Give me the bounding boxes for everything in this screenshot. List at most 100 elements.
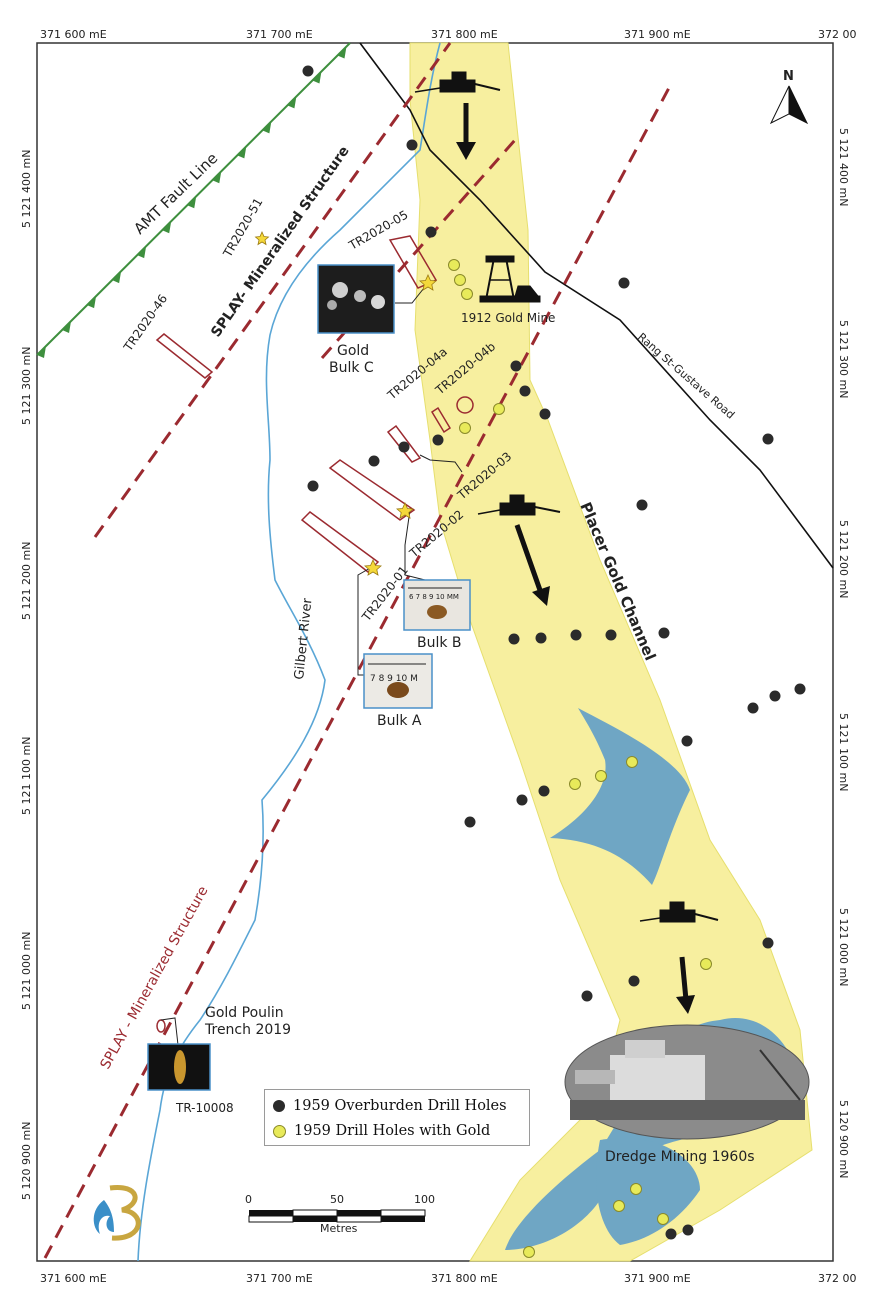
drill-hole-gold bbox=[454, 274, 466, 286]
y-label-right-6: 5 120 900 mN bbox=[837, 1100, 850, 1178]
placer-gold-channel bbox=[409, 42, 813, 1262]
drill-hole-overburden bbox=[535, 632, 547, 644]
y-label-left-5: 5 121 000 mN bbox=[20, 932, 33, 1010]
drill-hole-overburden bbox=[538, 785, 550, 797]
drill-hole-gold bbox=[657, 1213, 669, 1225]
gold-stars bbox=[254, 231, 437, 576]
scale-bar bbox=[248, 1209, 426, 1223]
x-label-top-5: 372 00 bbox=[818, 28, 857, 41]
scale-a-text: 7 8 9 10 M bbox=[370, 674, 418, 684]
drill-hole-overburden bbox=[508, 633, 520, 645]
drill-hole-overburden bbox=[665, 1228, 677, 1240]
drill-hole-gold bbox=[493, 403, 505, 415]
drill-hole-overburden bbox=[636, 499, 648, 511]
drill-hole-overburden bbox=[762, 937, 774, 949]
legend: 1959 Overburden Drill Holes 1959 Drill H… bbox=[264, 1089, 530, 1146]
drill-hole-overburden bbox=[307, 480, 319, 492]
drill-hole-overburden bbox=[519, 385, 531, 397]
drill-hole-overburden bbox=[425, 226, 437, 238]
drill-hole-gold bbox=[461, 288, 473, 300]
fault-tooth bbox=[62, 321, 72, 334]
drill-hole-overburden bbox=[432, 434, 444, 446]
trench-tr2020-02 bbox=[328, 459, 416, 521]
drill-hole-gold bbox=[626, 756, 638, 768]
fault-teeth bbox=[37, 46, 347, 358]
photo-dredge-1960s bbox=[564, 1024, 810, 1140]
scale-tick-0: 0 bbox=[245, 1193, 252, 1206]
bulk-a-label: Bulk A bbox=[377, 713, 422, 729]
label-tr-10008: TR-10008 bbox=[175, 1101, 234, 1115]
y-label-left-2: 5 121 300 mN bbox=[20, 347, 33, 425]
legend-overburden-label: 1959 Overburden Drill Holes bbox=[293, 1098, 507, 1114]
drill-hole-overburden bbox=[658, 627, 670, 639]
drill-hole-overburden bbox=[539, 408, 551, 420]
scale-b-text: 6 7 8 9 10 MM bbox=[409, 593, 459, 601]
star-tr2020-05 bbox=[419, 274, 437, 291]
fault-tooth bbox=[162, 221, 172, 234]
drill-hole-overburden bbox=[628, 975, 640, 987]
dredge-icon-3 bbox=[639, 901, 719, 923]
x-label-bottom-4: 371 900 mE bbox=[624, 1272, 691, 1285]
y-label-left-6: 5 120 900 mN bbox=[20, 1122, 33, 1200]
legend-dot-gold bbox=[273, 1124, 286, 1138]
drill-hole-overburden bbox=[682, 1224, 694, 1236]
photo-tr-10008 bbox=[147, 1043, 211, 1091]
x-label-bottom-3: 371 800 mE bbox=[431, 1272, 498, 1285]
fault-tooth bbox=[112, 271, 122, 284]
dredge-icon-1 bbox=[414, 71, 501, 93]
star-tr2020-02 bbox=[396, 502, 414, 519]
fault-tooth bbox=[237, 146, 247, 159]
splay-line-1 bbox=[93, 42, 452, 538]
legend-gold-label: 1959 Drill Holes with Gold bbox=[294, 1123, 491, 1139]
drill-hole-gold bbox=[569, 778, 581, 790]
dredge-label: Dredge Mining 1960s bbox=[605, 1149, 755, 1165]
trench-tr2020-01 bbox=[300, 511, 380, 574]
drill-hole-overburden bbox=[794, 683, 806, 695]
drill-hole-gold bbox=[459, 422, 471, 434]
drill-hole-overburden bbox=[368, 455, 380, 467]
drill-hole-overburden bbox=[605, 629, 617, 641]
dredge-icon-2 bbox=[477, 494, 561, 516]
x-label-top-1: 371 600 mE bbox=[40, 28, 107, 41]
trench-tr2020-04a bbox=[430, 406, 452, 434]
water-body-upper bbox=[550, 708, 690, 885]
drill-hole-overburden bbox=[681, 735, 693, 747]
trench-tr2020-46 bbox=[155, 333, 214, 379]
y-label-right-3: 5 121 200 mN bbox=[837, 520, 850, 598]
fault-tooth bbox=[287, 96, 297, 109]
scale-tick-50: 50 bbox=[330, 1193, 344, 1206]
trench-tr2020-05 bbox=[388, 235, 438, 289]
drill-hole-gold bbox=[448, 259, 460, 271]
x-label-top-3: 371 800 mE bbox=[431, 28, 498, 41]
y-label-left-3: 5 121 200 mN bbox=[20, 542, 33, 620]
gold-drill-holes bbox=[448, 259, 712, 1258]
drill-hole-gold bbox=[630, 1183, 642, 1195]
north-arrow-icon bbox=[769, 85, 809, 125]
drill-hole-gold bbox=[700, 958, 712, 970]
drill-hole-gold bbox=[613, 1200, 625, 1212]
water-body-lower-2 bbox=[596, 1138, 700, 1245]
arrow-1 bbox=[456, 103, 476, 160]
mine-headframe-icon bbox=[479, 255, 541, 303]
drill-hole-overburden bbox=[302, 65, 314, 77]
drill-hole-overburden bbox=[769, 690, 781, 702]
y-label-right-2: 5 121 300 mN bbox=[837, 320, 850, 398]
callout-lines bbox=[160, 282, 463, 1046]
fault-tooth bbox=[37, 346, 46, 358]
fault-tooth bbox=[187, 196, 197, 209]
fault-tooth bbox=[262, 121, 272, 134]
drill-hole-gold bbox=[595, 770, 607, 782]
rang-st-gustave-road bbox=[359, 42, 834, 569]
trench-tr2020-04b bbox=[456, 396, 474, 414]
splay-line-3 bbox=[43, 85, 672, 1259]
arrow-2 bbox=[514, 524, 550, 606]
bulk-c-line1: Gold bbox=[337, 343, 369, 359]
fault-tooth bbox=[87, 296, 97, 309]
legend-dot-overburden bbox=[273, 1100, 285, 1112]
overburden-drill-holes bbox=[302, 65, 806, 1240]
drill-hole-gold bbox=[523, 1246, 535, 1258]
drill-hole-overburden bbox=[618, 277, 630, 289]
scale-unit: Metres bbox=[320, 1222, 358, 1235]
legend-row-gold: 1959 Drill Holes with Gold bbox=[273, 1118, 490, 1144]
drill-hole-overburden bbox=[510, 360, 522, 372]
